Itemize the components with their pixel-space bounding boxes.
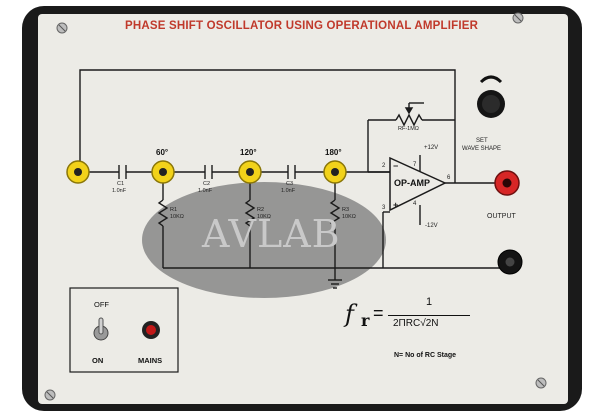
- c1-name: C1: [117, 181, 125, 187]
- opamp-label: OP-AMP: [394, 178, 430, 188]
- opamp-pin-4: 4: [413, 201, 417, 207]
- socket-ground[interactable]: [497, 249, 523, 275]
- formula-fraction-bar: [388, 315, 470, 316]
- socket-120[interactable]: [238, 160, 262, 184]
- switch-box: [69, 287, 179, 373]
- opamp-pin-2: 2: [382, 163, 386, 169]
- r2-value: 10KΩ: [257, 214, 271, 220]
- c3-name: C3: [286, 181, 294, 187]
- c3-value: 1.0nF: [281, 188, 296, 194]
- stage-label-60: 60°: [156, 148, 169, 157]
- screw-bottom-left: [44, 389, 56, 401]
- opamp-pin-6: 6: [447, 175, 451, 181]
- c2-name: C2: [203, 181, 211, 187]
- screw-top-left: [56, 22, 68, 34]
- formula-r: r: [361, 311, 370, 330]
- stage-label-120: 120°: [240, 148, 257, 157]
- rf-label: RF-1MΩ: [398, 126, 419, 132]
- r1-name: R1: [170, 207, 178, 213]
- c1-value: 1.0nF: [112, 188, 127, 194]
- wave-shape-knob[interactable]: [477, 75, 505, 118]
- stage-label-180: 180°: [325, 148, 342, 157]
- socket-60[interactable]: [151, 160, 175, 184]
- power-toggle-switch[interactable]: [93, 317, 109, 341]
- knob-label-set: SET: [476, 138, 488, 144]
- supply-negative: -12V: [425, 223, 438, 229]
- mains-label: MAINS: [138, 356, 163, 365]
- opamp-pin-7: 7: [413, 162, 417, 168]
- r2-name: R2: [257, 207, 265, 213]
- output-label: OUTPUT: [487, 213, 516, 220]
- watermark-ellipse: [142, 182, 386, 298]
- opamp-symbol: [389, 156, 447, 212]
- c2-value: 1.0nF: [198, 188, 213, 194]
- switch-off-label: OFF: [94, 300, 109, 309]
- r1-value: 10KΩ: [170, 214, 184, 220]
- panel-title: PHASE SHIFT OSCILLATOR USING OPERATIONAL…: [125, 20, 479, 32]
- r3-value: 10KΩ: [342, 214, 356, 220]
- formula-f: f: [345, 300, 354, 328]
- watermark-text: AVLAB: [202, 212, 341, 256]
- knob-label-wave-shape: WAVE SHAPE: [462, 146, 502, 152]
- switch-on-label: ON: [92, 356, 104, 365]
- screw-bottom-right: [535, 377, 547, 389]
- formula-note: N= No of RC Stage: [394, 352, 457, 359]
- supply-positive: +12V: [424, 145, 439, 151]
- mains-indicator-lamp: [142, 321, 160, 339]
- socket-input[interactable]: [66, 160, 90, 184]
- socket-output[interactable]: [494, 170, 520, 196]
- screw-top-right: [512, 12, 524, 24]
- socket-180[interactable]: [323, 160, 347, 184]
- opamp-minus: −: [393, 161, 399, 171]
- formula-equals: =: [373, 303, 384, 323]
- formula-denominator: 2ΠRC√2N: [393, 318, 439, 329]
- opamp-plus: +: [393, 200, 399, 210]
- r3-name: R3: [342, 207, 350, 213]
- opamp-pin-3: 3: [382, 205, 386, 211]
- formula-numerator: 1: [426, 296, 433, 308]
